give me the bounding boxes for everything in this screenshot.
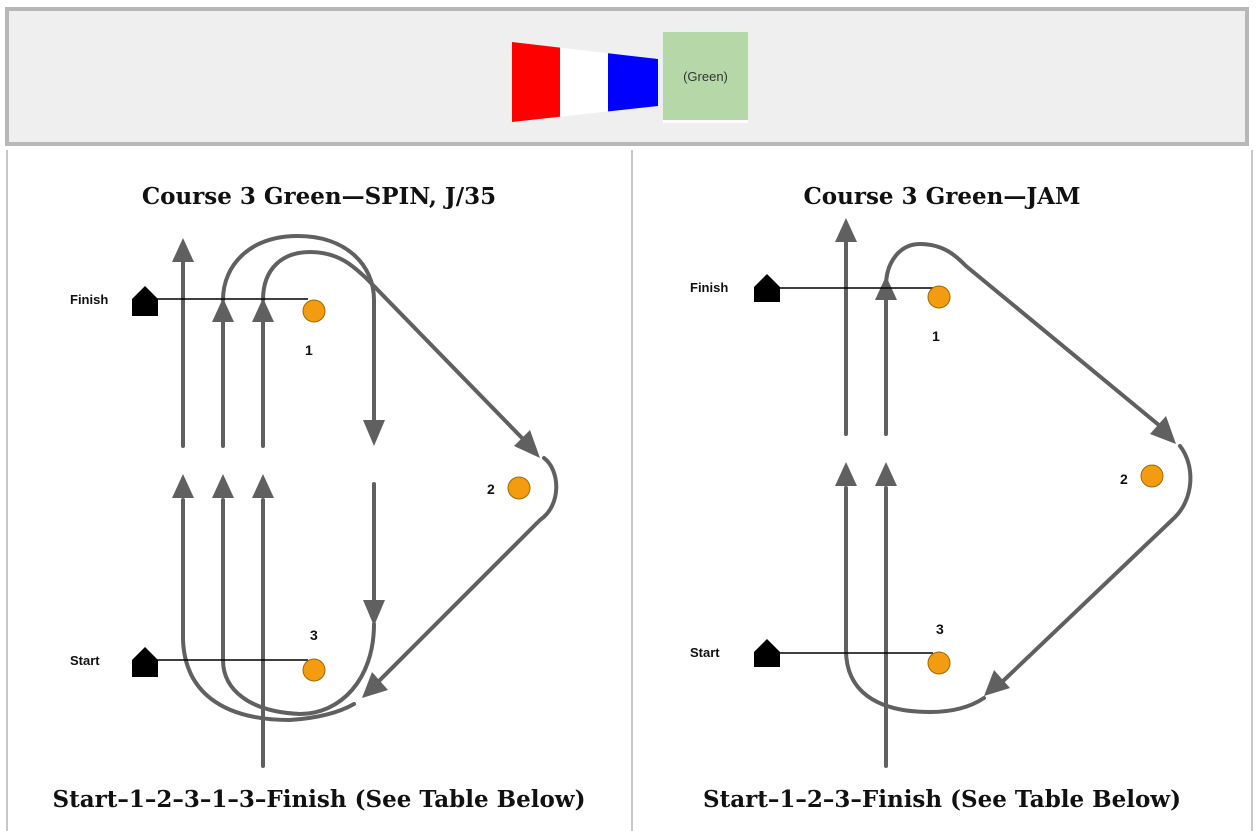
right-course-leg — [1000, 444, 1193, 684]
left-course-title: Course 3 Green—SPIN, J/35 — [141, 183, 497, 210]
mark-1-buoy — [927, 285, 951, 309]
mark-2-label: 2 — [487, 481, 495, 497]
right-course-arrowhead — [875, 462, 897, 486]
start-boat-icon — [132, 647, 158, 677]
mark-3-label: 3 — [310, 627, 318, 643]
finish-boat-icon — [754, 274, 780, 302]
mark-1-label: 1 — [305, 342, 313, 358]
finish-boat-icon — [132, 286, 158, 316]
pennant-flag — [512, 42, 658, 122]
mark-1-label: 1 — [932, 328, 940, 344]
right-border — [1251, 150, 1253, 831]
left-course-arrowhead — [172, 474, 194, 498]
right-course-title: Course 3 Green—JAM — [803, 183, 1081, 210]
mark-3-buoy — [927, 651, 951, 675]
mark-2-buoy — [507, 476, 531, 500]
mark-2-buoy — [1140, 464, 1164, 488]
start-label: Start — [70, 653, 100, 668]
right-course-leg — [844, 486, 986, 715]
left-course-leg — [221, 498, 376, 717]
left-course-arrowhead — [172, 238, 194, 262]
left-course-arrowhead — [363, 600, 385, 626]
green-flag: (Green) — [663, 32, 748, 123]
left-course-arrowhead — [212, 298, 234, 322]
right-course-arrowhead — [984, 670, 1010, 696]
mark-3-buoy — [302, 658, 326, 682]
left-course-leg — [261, 249, 524, 440]
left-course-leg — [181, 498, 356, 723]
right-course-arrowhead — [1150, 416, 1176, 444]
right-course-arrowhead — [835, 462, 857, 486]
mark-1-buoy — [302, 299, 326, 323]
finish-label: Finish — [690, 280, 728, 295]
right-course-leg — [884, 241, 1162, 428]
left-course-arrowhead — [252, 474, 274, 498]
mark-2-label: 2 — [1120, 471, 1128, 487]
left-course-arrowhead — [362, 672, 388, 698]
right-course-arrowhead — [835, 218, 857, 242]
finish-label: Finish — [70, 292, 108, 307]
left-course-arrowhead — [514, 430, 540, 458]
green-flag-label: (Green) — [683, 68, 728, 84]
left-course-arrowhead — [252, 298, 274, 322]
left-course-arrowhead — [363, 420, 385, 446]
left-course-leg — [221, 233, 376, 422]
left-course-arrowhead — [212, 474, 234, 498]
left-course-sequence: Start–1–2–3–1–3–Finish (See Table Below) — [52, 786, 586, 813]
mark-3-label: 3 — [936, 621, 944, 637]
right-course-sequence: Start–1–2–3–Finish (See Table Below) — [703, 786, 1181, 813]
start-label: Start — [690, 645, 720, 660]
left-border — [6, 150, 8, 831]
left-course-leg — [376, 456, 559, 684]
start-boat-icon — [754, 639, 780, 667]
center-divider — [631, 150, 633, 831]
